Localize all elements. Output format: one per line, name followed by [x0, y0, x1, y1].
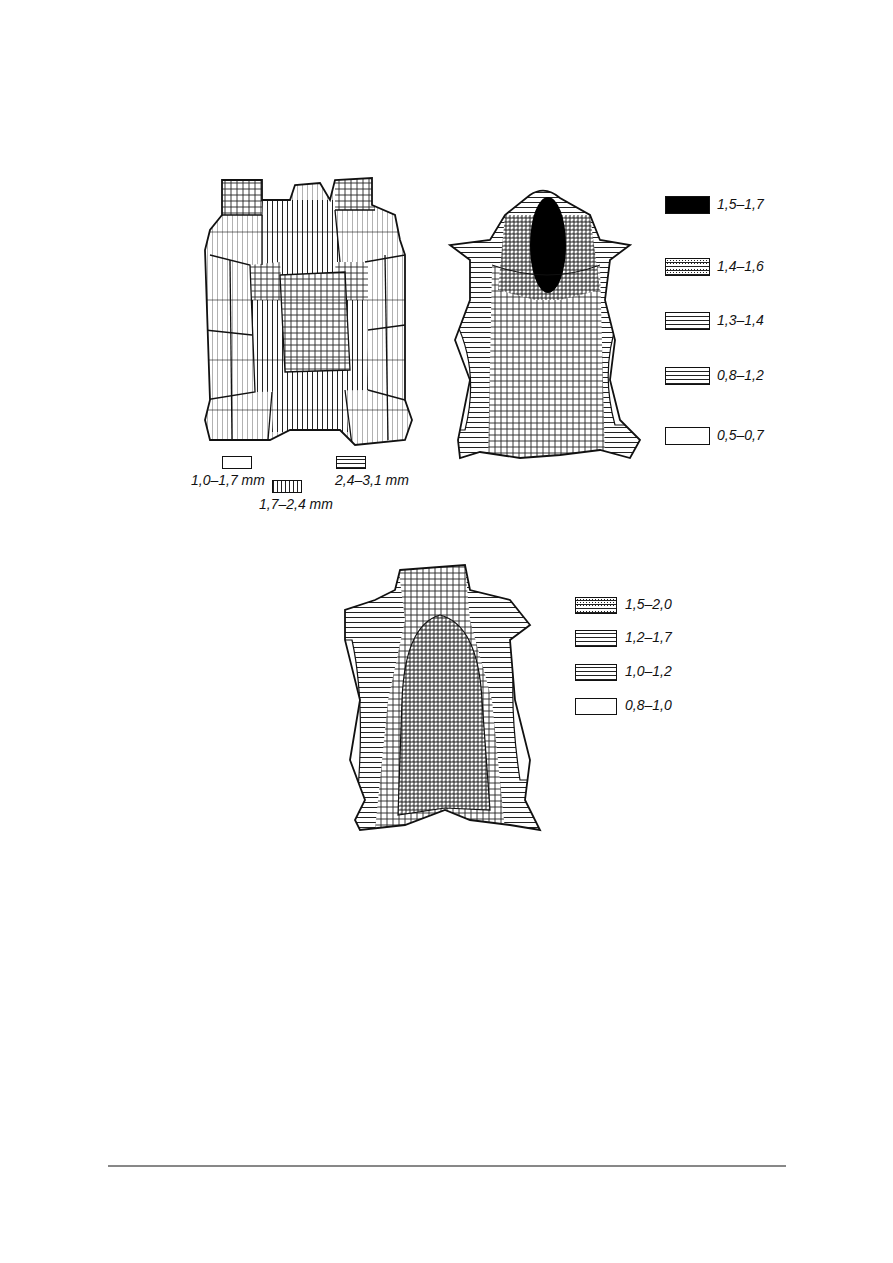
legend-swatch — [665, 196, 710, 214]
legend-swatch — [575, 630, 617, 647]
legend-label: 1,0–1,7 mm — [190, 472, 266, 488]
legend-label: 0,8–1,2 — [716, 367, 765, 383]
legend-swatch — [665, 312, 710, 330]
legend-label: 1,7–2,4 mm — [258, 496, 334, 512]
legend-swatch — [575, 698, 617, 715]
legend-swatch — [272, 480, 302, 493]
legend-label: 0,8–1,0 — [624, 697, 673, 713]
legend-label: 1,4–1,6 — [716, 258, 765, 274]
legend-label: 0,5–0,7 — [716, 427, 765, 443]
legend-label: 1,5–1,7 — [716, 196, 765, 212]
legend-swatch — [222, 456, 252, 469]
legend-swatch — [575, 597, 617, 614]
legend-swatch — [336, 456, 366, 469]
legend-swatch — [665, 258, 710, 276]
legend-label: 1,2–1,7 — [624, 629, 673, 645]
legend-label: 2,4–3,1 mm — [334, 472, 410, 488]
footer-rule — [108, 1166, 786, 1167]
legend-swatch — [665, 427, 710, 445]
legend-label: 1,0–1,2 — [624, 663, 673, 679]
legend-swatch — [575, 664, 617, 681]
legend-label: 1,5–2,0 — [624, 596, 673, 612]
legend-label: 1,3–1,4 — [716, 312, 765, 328]
legend-swatch — [665, 367, 710, 385]
